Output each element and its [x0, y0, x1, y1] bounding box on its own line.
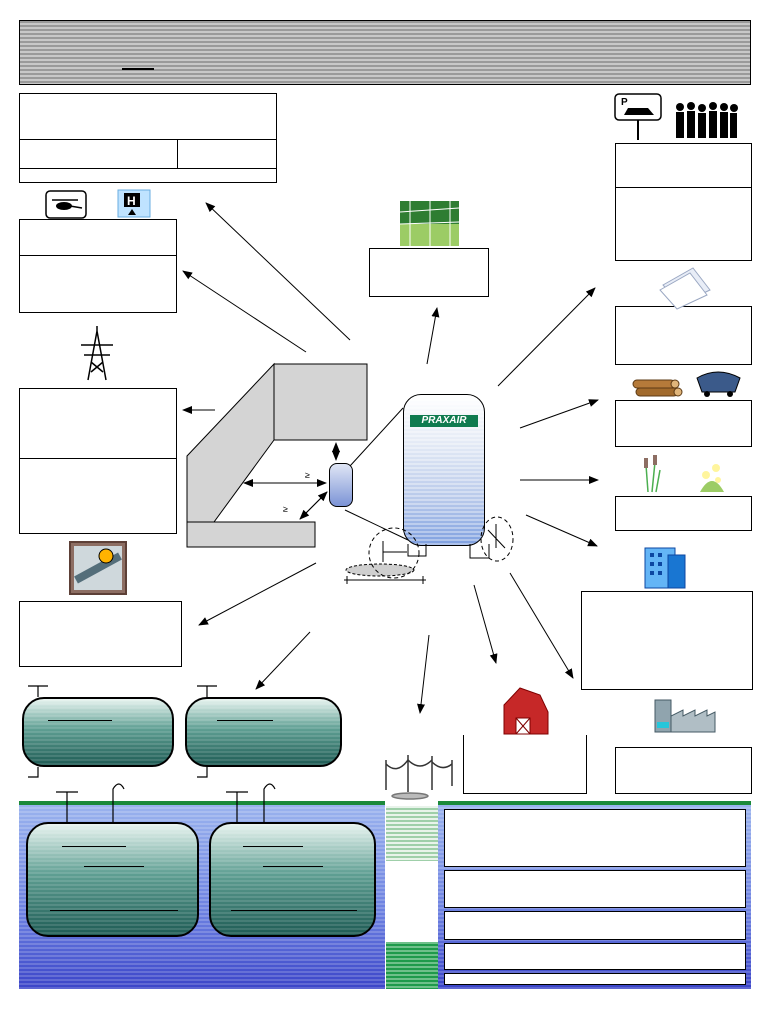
header-underline — [122, 68, 154, 70]
flowers-icon — [700, 464, 724, 492]
tank-fittings — [28, 685, 276, 822]
pipe-valve-icon — [69, 541, 127, 595]
right-info-panel — [438, 803, 751, 989]
tank-base — [344, 516, 514, 584]
ground-line-left — [19, 801, 385, 805]
paper-box — [615, 306, 752, 365]
factory-icon — [654, 699, 716, 733]
underground-tank-2 — [209, 822, 376, 937]
aboveground-tank-2 — [185, 697, 342, 767]
pipe-box — [19, 601, 182, 667]
people-crowd-icon — [676, 102, 738, 138]
ground-strip-bottom — [386, 942, 438, 989]
building-box — [581, 591, 753, 690]
rope-barrier-icon — [385, 755, 453, 800]
praxair-tank: PRAXAIR — [403, 394, 485, 546]
fence-box — [369, 248, 489, 297]
distance-arrows — [243, 407, 409, 541]
ground-line-right — [438, 801, 751, 805]
logs-icon — [632, 379, 683, 397]
small-cylinder — [329, 463, 353, 507]
fence-icon — [399, 201, 460, 246]
info-box-3 — [444, 911, 746, 940]
ground-strip-top — [386, 806, 438, 861]
parking-sign-icon: P — [614, 93, 662, 140]
reeds-icon — [644, 455, 661, 493]
barn-box — [463, 735, 587, 794]
factory-box — [615, 747, 752, 794]
info-box-2 — [444, 870, 746, 908]
building-structure — [186, 362, 368, 548]
info-box-1 — [444, 809, 746, 867]
top-left-table — [19, 93, 277, 183]
power-tower-icon — [81, 326, 113, 381]
heliport-box — [19, 219, 177, 313]
info-box-4 — [444, 943, 746, 970]
ge-symbol-1: ≥ — [305, 470, 310, 480]
svg-text:H: H — [127, 194, 136, 208]
helicopter-sign-icon — [45, 190, 87, 219]
barn-icon — [503, 687, 549, 735]
praxair-logo: PRAXAIR — [410, 415, 478, 427]
svg-text:P: P — [621, 97, 628, 108]
power-line-box — [19, 388, 177, 534]
parking-people-box — [615, 143, 752, 261]
header-banner — [19, 20, 751, 85]
vegetation-box — [615, 496, 752, 531]
hazard-arrows — [182, 202, 599, 714]
paper-stack-icon — [659, 267, 711, 310]
aboveground-tank-1 — [22, 697, 174, 767]
ge-symbol-2: ≥ — [283, 504, 288, 514]
combustibles-box — [615, 400, 752, 447]
coal-cart-icon — [696, 371, 741, 397]
office-building-icon — [644, 547, 686, 589]
info-box-5 — [444, 973, 746, 985]
helipad-sign-icon: H — [117, 189, 151, 218]
underground-tank-1 — [26, 822, 199, 937]
